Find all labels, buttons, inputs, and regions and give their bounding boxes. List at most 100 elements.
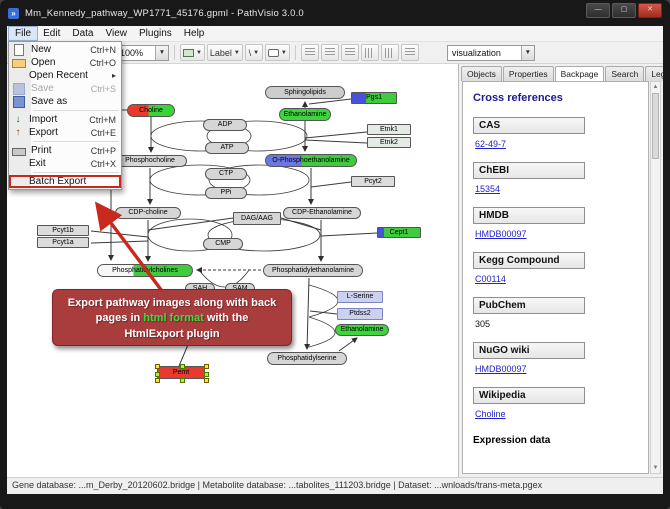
selection-handle[interactable] <box>155 364 160 369</box>
selection-handle[interactable] <box>155 371 160 377</box>
pathway-node-phosphocholine[interactable]: Phosphocholine <box>113 155 187 167</box>
label-tool-button[interactable]: Label▼ <box>206 44 243 61</box>
tab-search[interactable]: Search <box>605 66 645 81</box>
pathway-node-phosphatidylserine[interactable]: Phosphatidylserine <box>267 352 347 365</box>
backpage-link-hmdb[interactable]: HMDB00097 <box>475 229 527 239</box>
selection-handle[interactable] <box>204 378 209 383</box>
stack-horizontal-button[interactable] <box>380 44 399 61</box>
pathway-node-etnk1[interactable]: Etnk1 <box>367 124 411 135</box>
align-center-button[interactable] <box>320 44 339 61</box>
pathway-node-pgs1[interactable]: Pgs1 <box>351 92 397 104</box>
pathway-node-cmp[interactable]: CMP <box>203 238 243 250</box>
pathway-edge[interactable] <box>308 98 352 105</box>
minimize-button[interactable]: — <box>586 3 610 18</box>
shape-icon <box>267 48 279 57</box>
pathway-edge[interactable] <box>90 240 149 244</box>
tab-properties[interactable]: Properties <box>502 66 554 81</box>
pathway-node-etnk2[interactable]: Etnk2 <box>367 137 411 148</box>
menu-help[interactable]: Help <box>183 28 205 39</box>
menu-item-label: Export <box>29 127 58 138</box>
pathway-edge[interactable] <box>304 277 311 350</box>
pathway-node-l-serine[interactable]: L-Serine <box>337 291 383 303</box>
menu-file[interactable]: File <box>7 26 39 41</box>
selection-handle[interactable] <box>155 378 160 383</box>
pathway-edge[interactable] <box>309 310 338 315</box>
menu-view[interactable]: View <box>105 28 127 39</box>
zoom-select[interactable]: 100% ▼ <box>114 44 169 61</box>
menu-data[interactable]: Data <box>72 28 94 39</box>
pathway-node-pcyt1b[interactable]: Pcyt1b <box>37 225 89 236</box>
menu-plugins[interactable]: Plugins <box>138 28 172 39</box>
pathway-edge[interactable] <box>304 131 368 139</box>
pathway-node-ethanolamine[interactable]: Ethanolamine <box>279 108 331 121</box>
menu-edit[interactable]: Edit <box>43 28 61 39</box>
selection-handle[interactable] <box>180 364 185 369</box>
catalysis-arc[interactable] <box>208 164 310 196</box>
file-menu-item-open-recent[interactable]: Open Recent▸ <box>9 69 121 82</box>
pathway-node-adp[interactable]: ADP <box>203 119 247 131</box>
pathway-node-ctp[interactable]: CTP <box>205 168 247 180</box>
selection-handle[interactable] <box>204 364 209 369</box>
pathway-node-ppi[interactable]: PPi <box>205 187 247 199</box>
pathway-node-cdp-ethanolamine[interactable]: CDP-Ethanolamine <box>283 207 361 219</box>
backpage-link-cas[interactable]: 62-49-7 <box>475 139 507 149</box>
selection-handle[interactable] <box>180 378 185 383</box>
tab-objects[interactable]: Objects <box>461 66 502 81</box>
close-button[interactable]: ✕ <box>638 3 662 18</box>
stack-vertical-button[interactable] <box>360 44 379 61</box>
tab-backpage[interactable]: Backpage <box>554 66 605 82</box>
pathway-edge[interactable] <box>280 217 322 231</box>
visualization-select[interactable]: visualization ▼ <box>446 44 535 61</box>
pathway-edge[interactable] <box>90 230 149 238</box>
datanode-tool-button[interactable]: ▼ <box>179 44 205 61</box>
maximize-button[interactable]: ▢ <box>612 3 636 18</box>
catalysis-arc[interactable] <box>206 120 308 152</box>
pathway-node-pemt[interactable]: Pemt <box>155 364 209 383</box>
distribute-button[interactable] <box>400 44 419 61</box>
backpage-link-chebi[interactable]: 15354 <box>475 184 501 194</box>
file-menu-item-batch-export[interactable]: Batch Export <box>9 175 121 188</box>
scrollbar-thumb[interactable] <box>652 93 659 159</box>
pathway-node-phosphatidylethanolamine[interactable]: Phosphatidylethanolamine <box>263 264 363 277</box>
pathway-node-phosphatidylcholines[interactable]: Phosphatidylcholines <box>97 264 193 277</box>
pathway-node-o-phosphoethanolamine[interactable]: O-Phosphoethanolamine <box>265 154 357 167</box>
backpage-scrollbar[interactable]: ▲ ▼ <box>650 81 661 474</box>
selection-handle[interactable] <box>204 371 209 377</box>
pathway-node-ptdss2[interactable]: Ptdss2 <box>337 308 383 320</box>
tab-legend[interactable]: Legend <box>645 66 663 81</box>
backpage-link-nugo-wiki[interactable]: HMDB00097 <box>475 364 527 374</box>
backpage-link-wikipedia[interactable]: Choline <box>475 409 506 419</box>
pathway-edge[interactable] <box>338 337 358 352</box>
title-bar[interactable]: » Mm_Kennedy_pathway_WP1771_45176.gpml -… <box>0 0 670 26</box>
pathway-node-sphingolipids[interactable]: Sphingolipids <box>265 86 345 99</box>
pathway-node-atp[interactable]: ATP <box>205 142 249 154</box>
pathway-node-dag-aag[interactable]: DAG/AAG <box>233 212 281 225</box>
catalysis-arc[interactable] <box>198 269 250 288</box>
pathway-node-pcyt2[interactable]: Pcyt2 <box>351 176 395 187</box>
scroll-up-icon[interactable]: ▲ <box>652 84 659 90</box>
pathway-edge[interactable] <box>304 139 368 144</box>
line-tool-button[interactable]: \▼ <box>244 44 263 61</box>
catalysis-arc[interactable] <box>308 316 336 348</box>
shape-tool-button[interactable]: ▼ <box>264 44 290 61</box>
pathway-node-pcyt1a[interactable]: Pcyt1a <box>37 237 89 248</box>
align-right-button[interactable] <box>340 44 359 61</box>
pathway-edge[interactable] <box>320 232 378 237</box>
align-left-button[interactable] <box>300 44 319 61</box>
pathway-edge[interactable] <box>310 181 352 188</box>
pathway-node-cdp-choline[interactable]: CDP-choline <box>115 207 181 219</box>
backpage-link-kegg-compound[interactable]: C00114 <box>475 274 506 284</box>
pathway-node-ethanolamine[interactable]: Ethanolamine <box>335 324 389 336</box>
pathway-node-cept1[interactable]: Cept1 <box>377 227 421 238</box>
scroll-down-icon[interactable]: ▼ <box>652 465 659 471</box>
pathway-node-choline[interactable]: Choline <box>127 104 175 117</box>
file-menu-item-save-as[interactable]: Save as <box>9 95 121 108</box>
